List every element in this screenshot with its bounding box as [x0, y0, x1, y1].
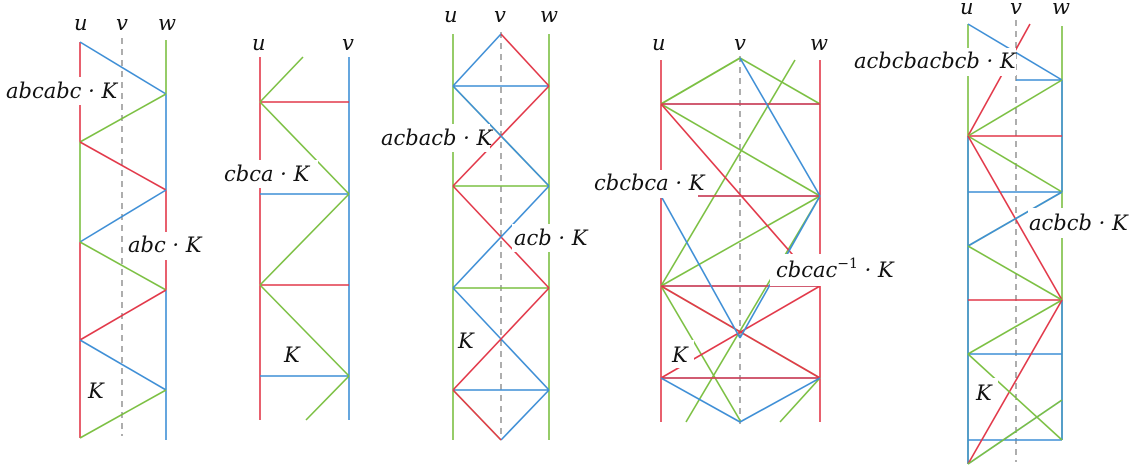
panel-1-axis-v: v — [116, 11, 128, 35]
panel-3-axis-u: u — [444, 3, 458, 27]
panel-4-axis-u: u — [652, 31, 666, 55]
panel-2-label-top: cbca · K — [224, 162, 311, 186]
panel-5-label-bottom: K — [975, 381, 993, 405]
panel-2: u v cbca · K K — [222, 31, 354, 421]
panel-4-lines — [660, 56, 821, 424]
panel-1-axis-w: w — [158, 11, 176, 35]
panel-2-axis-u: u — [252, 31, 266, 55]
panel-3-label-middle: acb · K — [514, 226, 589, 250]
panel-3-lines — [452, 32, 550, 441]
panel-3-label-bottom: K — [457, 329, 475, 353]
panel-5: u v w acbcbacbcb · K acbcb · K K — [852, 0, 1129, 465]
panel-4-label-middle-base: cbcac — [776, 258, 837, 282]
panel-5-axis-u: u — [960, 0, 974, 19]
panel-1-lines — [79, 38, 167, 440]
panel-4-label-top: cbcbca · K — [594, 171, 706, 195]
panel-2-lines — [259, 56, 350, 421]
panel-3-axis-w: w — [540, 3, 558, 27]
panel-1-label-top: abcabc · K — [6, 79, 118, 103]
panel-4-axis-v: v — [734, 31, 746, 55]
panel-5-label-top: acbcbacbcb · K — [854, 49, 1017, 73]
panel-2-axis-v: v — [342, 31, 354, 55]
panel-1-label-bottom: K — [87, 379, 105, 403]
panel-1: u v w abcabc · K abc · K K — [4, 11, 203, 440]
panel-1-axis-u: u — [74, 11, 88, 35]
panel-5-label-middle: acbcb · K — [1029, 211, 1129, 235]
panel-4-label-middle-sup: −1 — [837, 256, 858, 272]
panel-4-axis-w: w — [810, 31, 828, 55]
panel-4: u v w cbcbca · K cbcac−1 · K K — [592, 31, 895, 424]
panel-2-label-bottom: K — [283, 343, 301, 367]
panel-3-label-top: acbacb · K — [381, 126, 493, 150]
panel-4-label-middle-tail: · K — [858, 258, 895, 282]
panel-5-lines — [967, 20, 1063, 465]
panel-3-axis-v: v — [494, 3, 506, 27]
panel-5-axis-w: w — [1052, 0, 1070, 19]
panel-4-label-middle: cbcac−1 · K — [776, 256, 895, 282]
panel-1-label-middle: abc · K — [128, 233, 203, 257]
panel-5-axis-v: v — [1010, 0, 1022, 19]
panel-3: u v w acbacb · K acb · K K — [380, 3, 589, 441]
panel-4-label-bottom: K — [671, 343, 689, 367]
